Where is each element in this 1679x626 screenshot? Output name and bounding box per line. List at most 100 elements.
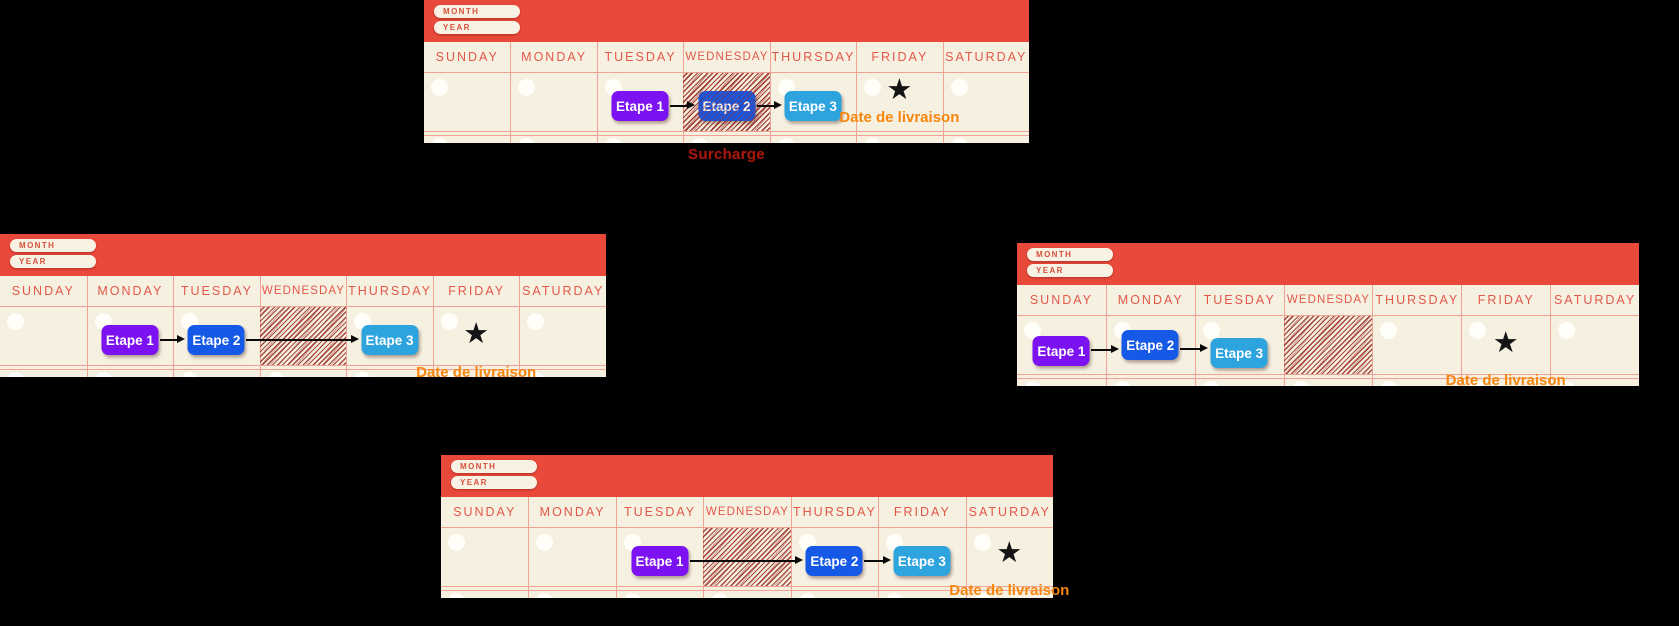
delivery-star-icon: ★ xyxy=(996,535,1023,569)
calendar-scenario-3: MONTH YEAR SUNDAY MONDAY TUESDAY WEDNESD… xyxy=(1017,243,1639,389)
day-header-row: SUNDAY MONDAY TUESDAY WEDNESDAY THURSDAY… xyxy=(1017,285,1639,316)
date-dot xyxy=(431,79,448,96)
day-header-sunday: SUNDAY xyxy=(435,50,499,64)
day-cell xyxy=(528,528,615,586)
calendar-scenario-1: MONTH YEAR SUNDAY MONDAY TUESDAY WEDNESD… xyxy=(424,0,1029,163)
task-etape-2[interactable]: Etape 2 xyxy=(1121,330,1179,360)
day-header-thursday: THURSDAY xyxy=(790,497,878,527)
date-dot xyxy=(1202,322,1220,339)
date-dot xyxy=(950,79,968,96)
day-cell xyxy=(1017,316,1106,374)
year-field[interactable]: YEAR xyxy=(10,255,96,268)
month-field[interactable]: MONTH xyxy=(10,239,96,252)
next-week-sliver xyxy=(424,132,1029,143)
delivery-star-icon: ★ xyxy=(463,316,490,350)
day-header-monday: MONDAY xyxy=(528,497,615,527)
day-cell xyxy=(519,307,606,365)
day-header-wednesday: WEDNESDAY xyxy=(683,42,769,72)
date-dot xyxy=(1558,322,1576,339)
week-row: Etape 1 Etape 2 Etape 3 ★ Date de livrai… xyxy=(424,73,1029,132)
day-header-row: SUNDAY MONDAY TUESDAY WEDNESDAY THURSDAY… xyxy=(441,497,1053,528)
date-dot xyxy=(973,534,991,551)
month-field[interactable]: MONTH xyxy=(1027,248,1113,261)
day-header-friday: FRIDAY xyxy=(432,276,520,306)
date-dot xyxy=(518,79,536,96)
day-header-wednesday: WEDNESDAY xyxy=(259,276,347,306)
week-row: Etape 1 Etape 2 Etape 3 ★ Date de livrai… xyxy=(441,528,1069,599)
task-etape-1[interactable]: Etape 1 xyxy=(1032,336,1090,366)
month-field[interactable]: MONTH xyxy=(451,460,537,473)
day-header-thursday: THURSDAY xyxy=(769,42,856,72)
task-etape-2[interactable]: Etape 2 xyxy=(698,91,755,121)
delivery-star-icon: ★ xyxy=(886,72,913,106)
day-header-wednesday: WEDNESDAY xyxy=(1283,285,1373,315)
next-week-sliver xyxy=(1017,375,1639,386)
task-etape-1[interactable]: Etape 1 xyxy=(101,325,159,355)
task-etape-3[interactable]: Etape 3 xyxy=(784,91,842,121)
day-header-monday: MONDAY xyxy=(510,42,596,72)
task-etape-2[interactable]: Etape 2 xyxy=(187,325,245,355)
delivery-date-label: Date de livraison xyxy=(416,364,537,381)
day-cell xyxy=(441,528,528,586)
delivery-date-label: Date de livraison xyxy=(839,109,960,126)
flow-arrow-icon xyxy=(689,556,804,565)
calendar-scenario-2: MONTH YEAR SUNDAY MONDAY TUESDAY WEDNESD… xyxy=(0,234,606,381)
calendar-header: MONTH YEAR xyxy=(441,455,1053,497)
overload-hatch xyxy=(259,307,347,365)
delivery-star-icon: ★ xyxy=(1492,325,1519,359)
day-header-friday: FRIDAY xyxy=(878,497,965,527)
delivery-date-label: Date de livraison xyxy=(1445,372,1566,389)
day-header-tuesday: TUESDAY xyxy=(596,42,683,72)
day-header-tuesday: TUESDAY xyxy=(615,497,703,527)
month-field[interactable]: MONTH xyxy=(434,5,520,18)
year-field[interactable]: YEAR xyxy=(434,21,520,34)
day-header-thursday: THURSDAY xyxy=(1372,285,1461,315)
day-header-thursday: THURSDAY xyxy=(346,276,433,306)
task-etape-3[interactable]: Etape 3 xyxy=(361,325,419,355)
task-etape-1[interactable]: Etape 1 xyxy=(611,91,669,121)
calendar-scenario-4: MONTH YEAR SUNDAY MONDAY TUESDAY WEDNESD… xyxy=(441,455,1069,599)
day-cell xyxy=(0,307,87,365)
date-dot xyxy=(440,313,458,330)
date-dot xyxy=(448,534,465,551)
day-header-sunday: SUNDAY xyxy=(453,505,517,519)
week-row: Etape 1 Etape 2 Etape 3 ★ Date de livrai… xyxy=(0,307,606,381)
day-header-sunday: SUNDAY xyxy=(1029,293,1093,307)
calendar-header: MONTH YEAR xyxy=(0,234,606,276)
next-week-sliver xyxy=(0,366,606,377)
flow-arrow-icon xyxy=(1180,344,1208,353)
day-header-tuesday: TUESDAY xyxy=(1194,285,1284,315)
day-cell xyxy=(510,73,596,131)
day-header-tuesday: TUESDAY xyxy=(173,276,260,306)
day-header-wednesday: WEDNESDAY xyxy=(703,497,790,527)
flow-arrow-icon xyxy=(756,101,783,110)
calendar-header: MONTH YEAR xyxy=(1017,243,1639,285)
task-etape-3[interactable]: Etape 3 xyxy=(893,546,951,576)
year-field[interactable]: YEAR xyxy=(1027,264,1113,277)
task-etape-1[interactable]: Etape 1 xyxy=(631,546,689,576)
flow-arrow-icon xyxy=(670,101,697,110)
day-cell xyxy=(424,73,510,131)
year-field[interactable]: YEAR xyxy=(451,476,537,489)
day-cell xyxy=(856,73,942,131)
week-row: Etape 1 Etape 2 Etape 3 ★ Date de livrai… xyxy=(1017,316,1639,389)
day-cell xyxy=(1461,316,1550,374)
date-dot xyxy=(864,79,882,96)
task-etape-2[interactable]: Etape 2 xyxy=(805,546,863,576)
day-cell xyxy=(432,307,520,365)
date-dot xyxy=(1380,322,1398,339)
day-header-row: SUNDAY MONDAY TUESDAY WEDNESDAY THURSDAY… xyxy=(424,42,1029,73)
task-etape-3[interactable]: Etape 3 xyxy=(1210,338,1268,368)
day-cell xyxy=(942,73,1029,131)
date-dot xyxy=(7,313,24,330)
day-header-row: SUNDAY MONDAY TUESDAY WEDNESDAY THURSDAY… xyxy=(0,276,606,307)
date-dot xyxy=(536,534,554,551)
day-header-saturday: SATURDAY xyxy=(965,497,1053,527)
delivery-date-label: Date de livraison xyxy=(949,582,1070,599)
day-header-saturday: SATURDAY xyxy=(519,276,606,306)
overload-hatch xyxy=(703,528,791,586)
flow-arrow-icon xyxy=(246,335,359,344)
day-header-sunday: SUNDAY xyxy=(11,284,75,298)
day-cell xyxy=(965,528,1053,586)
